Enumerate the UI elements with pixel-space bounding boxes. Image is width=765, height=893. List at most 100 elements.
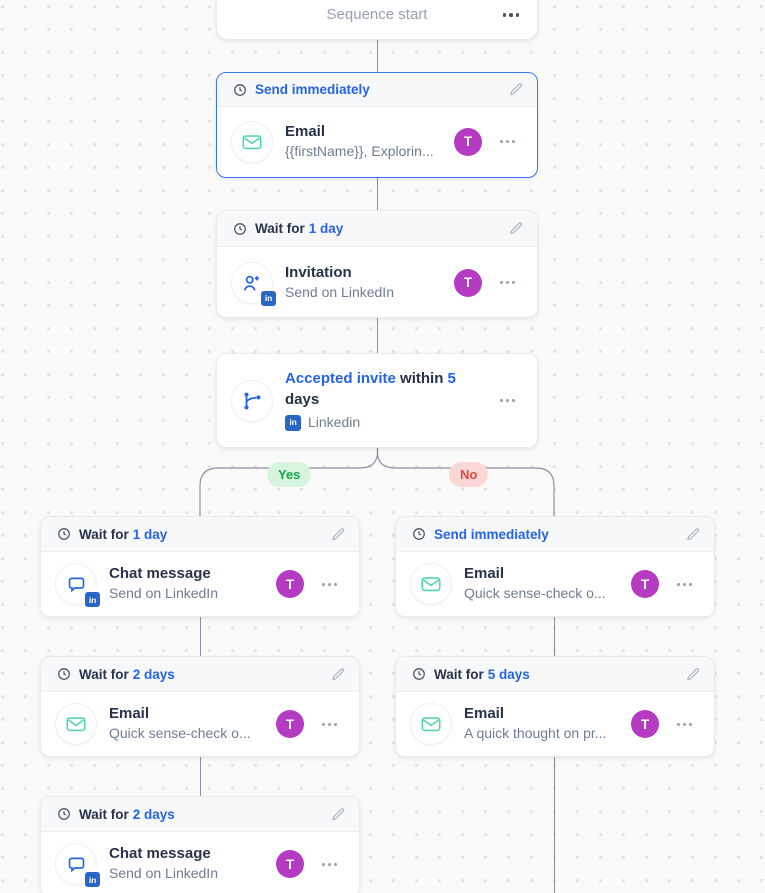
clock-icon xyxy=(412,667,426,681)
step-title: Email xyxy=(285,122,326,140)
header-schedule-label: 1 day xyxy=(132,526,168,542)
condition-days-value: 5 xyxy=(447,370,456,388)
email-icon xyxy=(55,703,97,745)
email-icon xyxy=(410,563,452,605)
step-subtitle: Send on LinkedIn xyxy=(285,283,394,300)
header-schedule-label: 2 days xyxy=(132,666,175,682)
avatar: T xyxy=(454,268,482,297)
step-title: Email xyxy=(464,705,505,723)
connector-line xyxy=(377,178,378,210)
more-options-button[interactable] xyxy=(502,13,519,17)
linkedin-badge-icon: in xyxy=(85,592,100,607)
more-options-button[interactable] xyxy=(500,140,515,143)
edit-icon[interactable] xyxy=(686,527,701,542)
step-subtitle: A quick thought on pr... xyxy=(464,725,607,742)
connector-line xyxy=(554,757,555,893)
step-card-header: Send immediately xyxy=(217,73,537,107)
step-card-header: Send immediately xyxy=(396,517,714,552)
avatar: T xyxy=(631,710,659,738)
step-card-email-3[interactable]: Send immediately Email Quick sense-check… xyxy=(395,516,715,617)
linkedin-badge-icon: in xyxy=(261,290,276,306)
header-schedule-label: 2 days xyxy=(132,806,175,822)
condition-channel-label: Linkedin xyxy=(308,414,361,431)
step-card-email-1[interactable]: Send immediately Email {{firstName}}, Ex… xyxy=(216,72,538,178)
more-options-button[interactable] xyxy=(500,281,515,284)
more-options-button[interactable] xyxy=(322,582,337,586)
condition-text: within xyxy=(395,370,448,388)
sequence-start-title: Sequence start xyxy=(326,6,428,23)
edit-icon[interactable] xyxy=(331,807,346,822)
more-options-button[interactable] xyxy=(322,862,337,866)
connector-line xyxy=(554,617,555,656)
step-subtitle: Send on LinkedIn xyxy=(109,865,218,882)
avatar: T xyxy=(631,570,659,598)
clock-icon xyxy=(57,527,71,541)
clock-icon xyxy=(57,807,71,821)
branch-connector xyxy=(199,448,555,517)
step-title: Email xyxy=(109,705,150,723)
step-subtitle: Quick sense-check o... xyxy=(464,585,606,602)
edit-icon[interactable] xyxy=(331,667,346,682)
chat-message-icon: in xyxy=(55,843,100,887)
header-label: Wait for xyxy=(79,806,129,822)
connector-line xyxy=(200,617,201,656)
edit-icon[interactable] xyxy=(331,527,346,542)
header-schedule-label: 5 days xyxy=(487,666,530,682)
clock-icon xyxy=(233,83,247,97)
clock-icon xyxy=(233,222,247,236)
header-schedule-label: 1 day xyxy=(308,221,344,236)
connector-line xyxy=(377,40,378,72)
connector-line xyxy=(377,318,378,353)
email-icon xyxy=(410,703,452,745)
more-options-button[interactable] xyxy=(322,722,337,726)
avatar: T xyxy=(276,570,304,598)
email-icon xyxy=(231,120,273,163)
edit-icon[interactable] xyxy=(509,221,524,236)
header-label: Wait for xyxy=(79,526,129,542)
edit-icon[interactable] xyxy=(686,667,701,682)
header-label: Wait for xyxy=(434,666,484,682)
avatar: T xyxy=(276,710,304,738)
step-subtitle: {{firstName}}, Explorin... xyxy=(285,142,434,159)
avatar: T xyxy=(276,850,304,878)
branch-condition-icon xyxy=(231,379,273,422)
more-options-button[interactable] xyxy=(677,722,692,726)
more-options-button[interactable] xyxy=(677,582,692,586)
sequence-start-card[interactable]: Sequence start xyxy=(216,0,538,40)
step-subtitle: Send on LinkedIn xyxy=(109,585,218,602)
more-options-button[interactable] xyxy=(500,399,515,402)
header-schedule-label: Send immediately xyxy=(434,526,549,542)
invitation-icon: in xyxy=(231,261,276,306)
condition-card-accepted-invite[interactable]: Accepted invite within 5 days in Linkedi… xyxy=(216,353,538,448)
step-title: Chat message xyxy=(109,565,211,583)
step-title: Invitation xyxy=(285,263,352,281)
header-label: Wait for xyxy=(79,666,129,682)
connector-line xyxy=(200,757,201,796)
chat-message-icon: in xyxy=(55,563,100,607)
condition-text: days xyxy=(285,391,320,409)
avatar: T xyxy=(454,127,482,156)
clock-icon xyxy=(57,667,71,681)
step-title: Email xyxy=(464,565,505,583)
step-title: Chat message xyxy=(109,845,211,863)
linkedin-badge-icon: in xyxy=(85,872,100,887)
branch-label-no: No xyxy=(449,462,489,487)
step-subtitle: Quick sense-check o... xyxy=(109,725,251,742)
header-schedule-label: Send immediately xyxy=(255,82,370,97)
header-label: Wait for xyxy=(255,221,305,236)
branch-label-yes: Yes xyxy=(267,462,312,487)
linkedin-badge-icon: in xyxy=(285,415,301,431)
condition-event-label: Accepted invite xyxy=(285,370,396,388)
edit-icon[interactable] xyxy=(509,82,524,97)
